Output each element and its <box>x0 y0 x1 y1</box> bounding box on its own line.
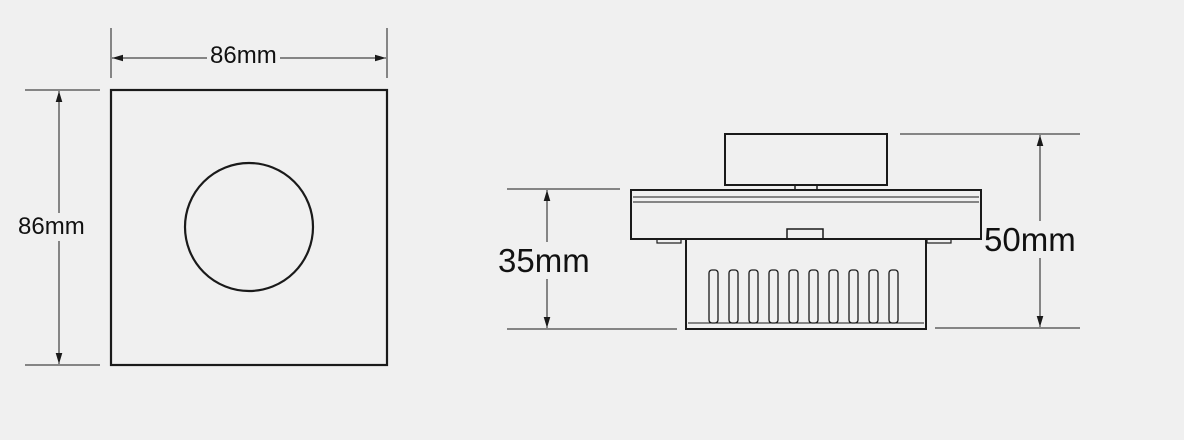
vent-fin <box>848 269 859 324</box>
side-body-height-label: 35mm <box>498 242 590 279</box>
side-ventilation-fins <box>708 269 899 324</box>
front-plate <box>109 88 389 367</box>
side-total-height-label: 50mm <box>984 221 1076 258</box>
front-view <box>25 28 389 367</box>
front-width-label: 86mm <box>207 44 280 68</box>
vent-fin <box>728 269 739 324</box>
vent-fin <box>808 269 819 324</box>
side-knob <box>724 133 888 186</box>
vent-fin <box>788 269 799 324</box>
front-height-label: 86mm <box>18 213 85 241</box>
vent-fin <box>708 269 719 324</box>
vent-fin <box>868 269 879 324</box>
side-clip <box>786 228 824 240</box>
front-knob <box>183 161 315 293</box>
side-tab-left <box>656 238 682 244</box>
vent-fin <box>888 269 899 324</box>
side-view <box>507 133 1080 330</box>
vent-fin <box>828 269 839 324</box>
side-rear-body <box>685 238 927 330</box>
vent-fin <box>768 269 779 324</box>
vent-fin <box>748 269 759 324</box>
